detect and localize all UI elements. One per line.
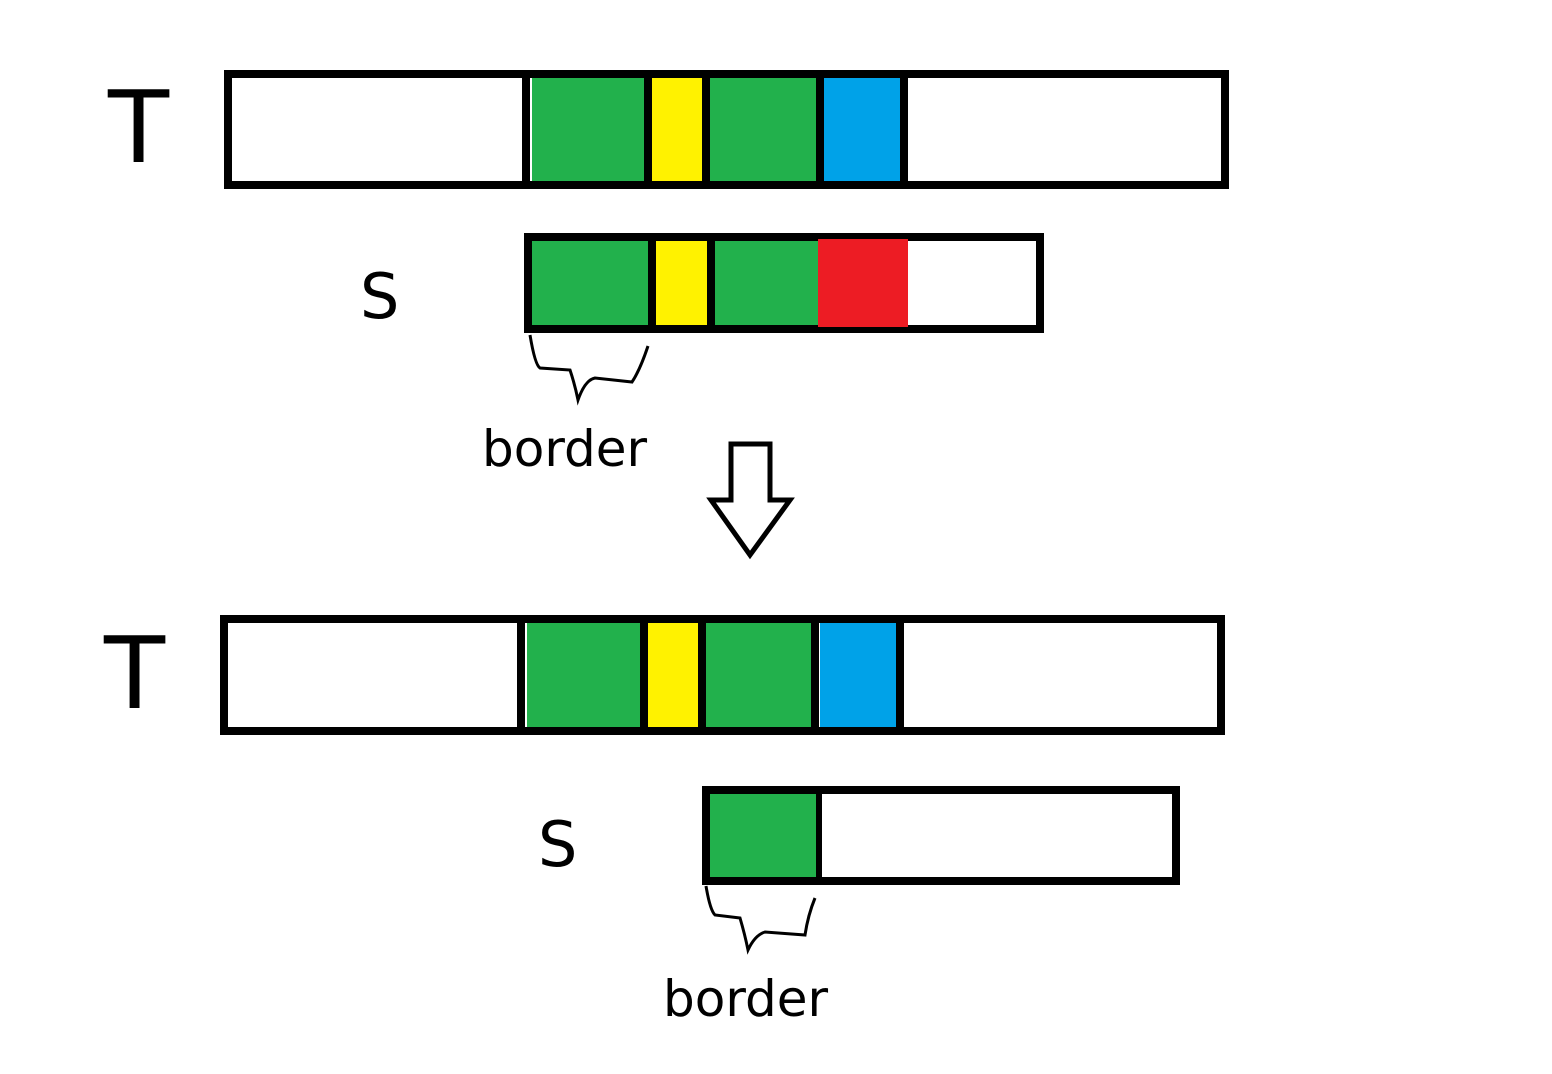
pattern-label-bottom: S [538,808,577,881]
brace-bottom [704,885,817,955]
segment-green-1 [710,794,816,877]
segment-green-1 [532,78,645,181]
brace-top [528,334,650,406]
segment-red-mismatch [818,239,908,327]
border-label-bottom: border [663,970,829,1028]
text-string-bottom [220,615,1225,735]
segment-yellow [656,241,707,325]
segment-green-1 [527,623,640,727]
segment-yellow [648,623,699,727]
segment-blue [824,78,900,181]
text-label-bottom: T [103,615,166,732]
border-label-top: border [482,420,648,478]
pattern-label-top: S [360,260,399,333]
segment-yellow [652,78,703,181]
down-arrow-icon [706,441,795,560]
segment-green-2 [715,241,818,325]
text-label-top: T [107,69,170,186]
segment-green-1 [532,241,648,325]
text-string-top [224,70,1229,189]
segment-green-2 [710,78,816,181]
segment-blue [820,623,896,727]
pattern-string-bottom [702,786,1180,885]
segment-green-2 [706,623,811,727]
pattern-string-top [524,233,1044,333]
